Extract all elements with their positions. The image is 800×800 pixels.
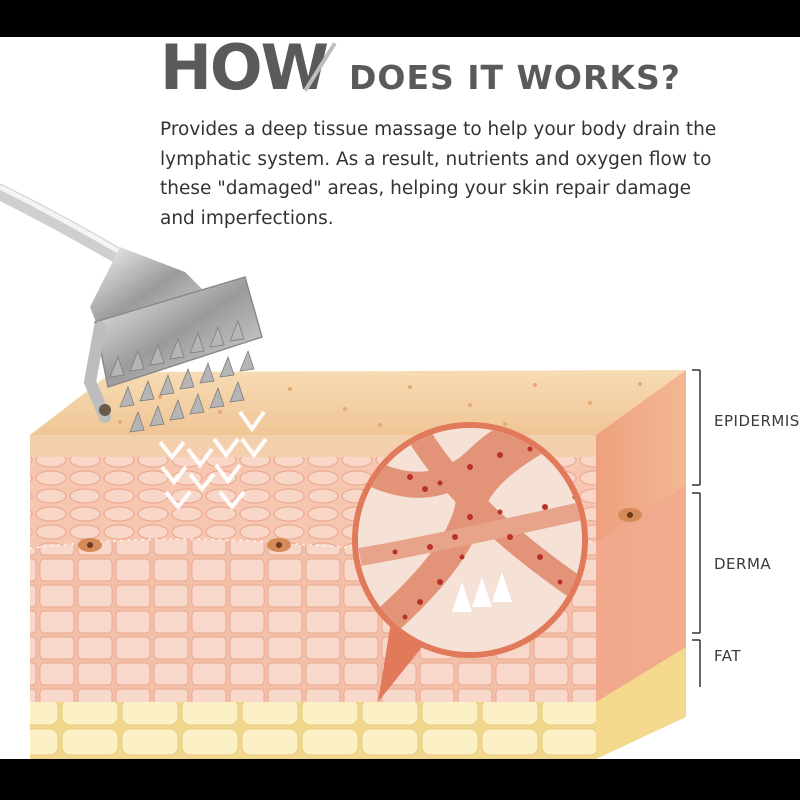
description-paragraph: Provides a deep tissue massage to help y… (160, 119, 717, 229)
label-derma: DERMA (714, 555, 772, 573)
label-epidermis: EPIDERMIS (714, 412, 800, 430)
skin-layers-illustration (0, 184, 701, 759)
headline: HOW DOES IT WORKS? (0, 37, 800, 107)
melanocyte-cells (78, 508, 642, 552)
vessel-zoom-callout (352, 422, 588, 702)
derma-roller-icon (0, 184, 263, 433)
side-fat (596, 647, 686, 759)
pores (118, 382, 642, 427)
heading-question: DOES IT WORKS? (349, 58, 681, 97)
product-infographic: HOW DOES IT WORKS? Provides a deep tissu… (0, 37, 800, 759)
up-arrows (452, 572, 512, 612)
down-chevron-arrows (158, 410, 268, 511)
heading-how: HOW (160, 37, 329, 104)
layer-brackets (692, 369, 701, 687)
fat-layer (30, 702, 596, 759)
side-derma (596, 485, 686, 702)
label-fat: FAT (714, 647, 742, 665)
